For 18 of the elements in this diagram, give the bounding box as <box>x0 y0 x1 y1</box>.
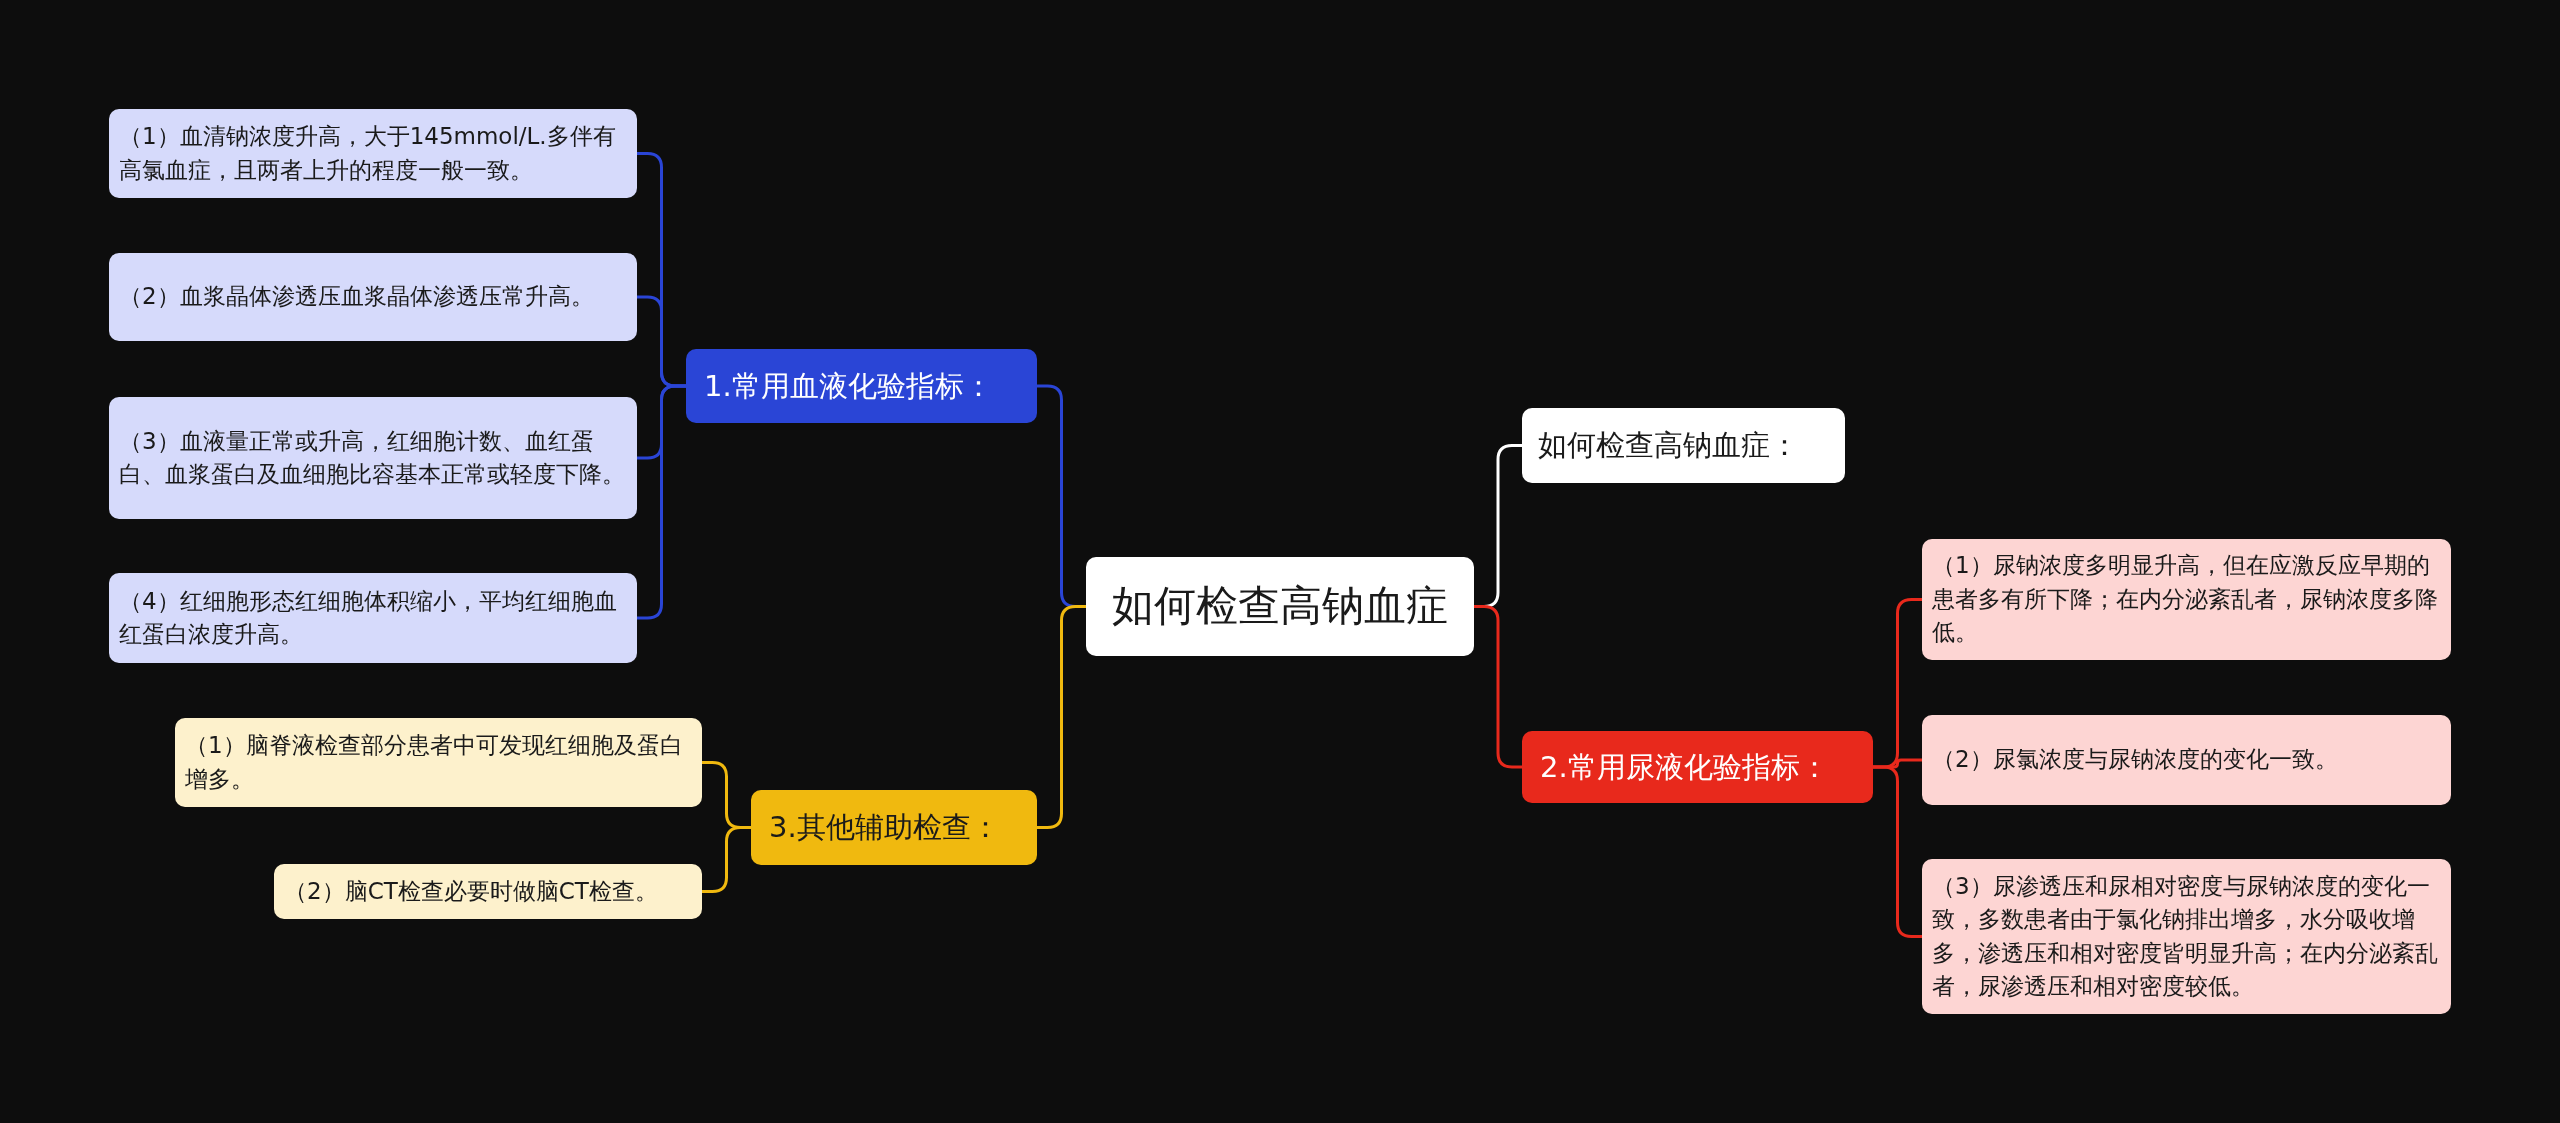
detail-box: （3）血液量正常或升高，红细胞计数、血红蛋白、血浆蛋白及血细胞比容基本正常或轻度下降。 <box>109 397 637 519</box>
connector-line <box>637 384 686 620</box>
detail-box: （1）脑脊液检查部分患者中可发现红细胞及蛋白增多。 <box>175 718 702 807</box>
detail-box: （2）脑CT检查必要时做脑CT检查。 <box>274 864 702 919</box>
branch-box: 3.其他辅助检查： <box>751 790 1037 865</box>
detail-box: （1）血清钠浓度升高，大于145mmol/L.多伴有高氯血症，且两者上升的程度一般一致。 <box>109 109 637 198</box>
detail-box: （1）尿钠浓度多明显升高，但在应激反应早期的患者多有所下降；在内分泌紊乱者，尿钠浓度多降低。 <box>1922 539 2451 660</box>
detail-box: （3）尿渗透压和尿相对密度与尿钠浓度的变化一致，多数患者由于氯化钠排出增多，水分吸收增多，渗透压和相对密度皆明显升高；在内分泌紊乱者，尿渗透压和相对密度较低。 <box>1922 859 2451 1014</box>
detail-box: （2）尿氯浓度与尿钠浓度的变化一致。 <box>1922 715 2451 805</box>
branch-box: 1.常用血液化验指标： <box>686 349 1037 423</box>
branch-box: 2.常用尿液化验指标： <box>1522 731 1873 803</box>
detail-box: （2）血浆晶体渗透压血浆晶体渗透压常升高。 <box>109 253 637 341</box>
connector-line <box>1037 605 1086 829</box>
root-topic-box: 如何检查高钠血症 <box>1086 557 1474 656</box>
detail-box: （4）红细胞形态红细胞体积缩小，平均红细胞血红蛋白浓度升高。 <box>109 573 637 663</box>
connector-line <box>1474 605 1522 769</box>
topic-box: 如何检查高钠血症： <box>1522 408 1845 483</box>
connector-line <box>1873 765 1922 938</box>
